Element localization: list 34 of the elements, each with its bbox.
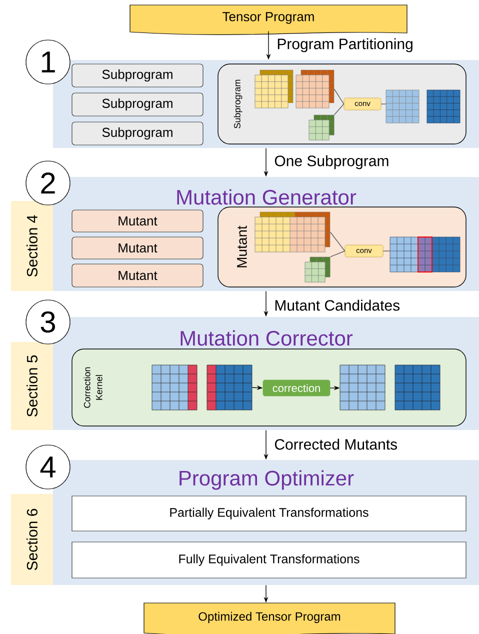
correction-box: correction	[262, 380, 330, 396]
mutant-box: Mutant	[72, 210, 204, 232]
matrix-grid	[426, 90, 460, 124]
matrix-grid	[340, 364, 386, 410]
document-box: Optimized Tensor Program	[144, 602, 396, 634]
transformation-box: Partially Equivalent Transformations	[72, 496, 466, 532]
step-number: 1	[26, 40, 70, 84]
document-box: Tensor Program	[130, 4, 408, 35]
matrix-grid	[390, 236, 460, 272]
matrix-grid	[254, 212, 330, 252]
edge-label: Mutant Candidates	[273, 298, 402, 312]
matrix-grid	[206, 364, 252, 410]
edge-label: One Subprogram	[273, 154, 390, 170]
matrix-grid	[296, 70, 334, 108]
subprogram-box: Subprogram	[72, 92, 204, 116]
matrix-grid	[152, 364, 198, 410]
section-tab: Section 5	[11, 342, 53, 430]
subprogram-box: Subprogram	[72, 122, 204, 146]
edge-label: Corrected Mutants	[273, 438, 399, 451]
transformation-box: Fully Equivalent Transformations	[72, 542, 466, 578]
section-tab: Section 4	[11, 201, 53, 291]
edge-label: Program Partitioning	[276, 37, 414, 54]
mutant-box: Mutant	[72, 264, 204, 288]
step-number: 4	[26, 444, 70, 490]
matrix-grid	[308, 114, 334, 140]
step-number: 3	[26, 300, 70, 344]
matrix-grid	[254, 70, 294, 108]
subprogram-box: Subprogram	[72, 64, 204, 88]
matrix-grid	[304, 256, 330, 282]
section-tab: Section 6	[11, 494, 53, 585]
step-number: 2	[26, 160, 70, 206]
matrix-grid	[394, 364, 440, 410]
matrix-grid	[386, 90, 420, 124]
mutant-box: Mutant	[72, 236, 204, 260]
